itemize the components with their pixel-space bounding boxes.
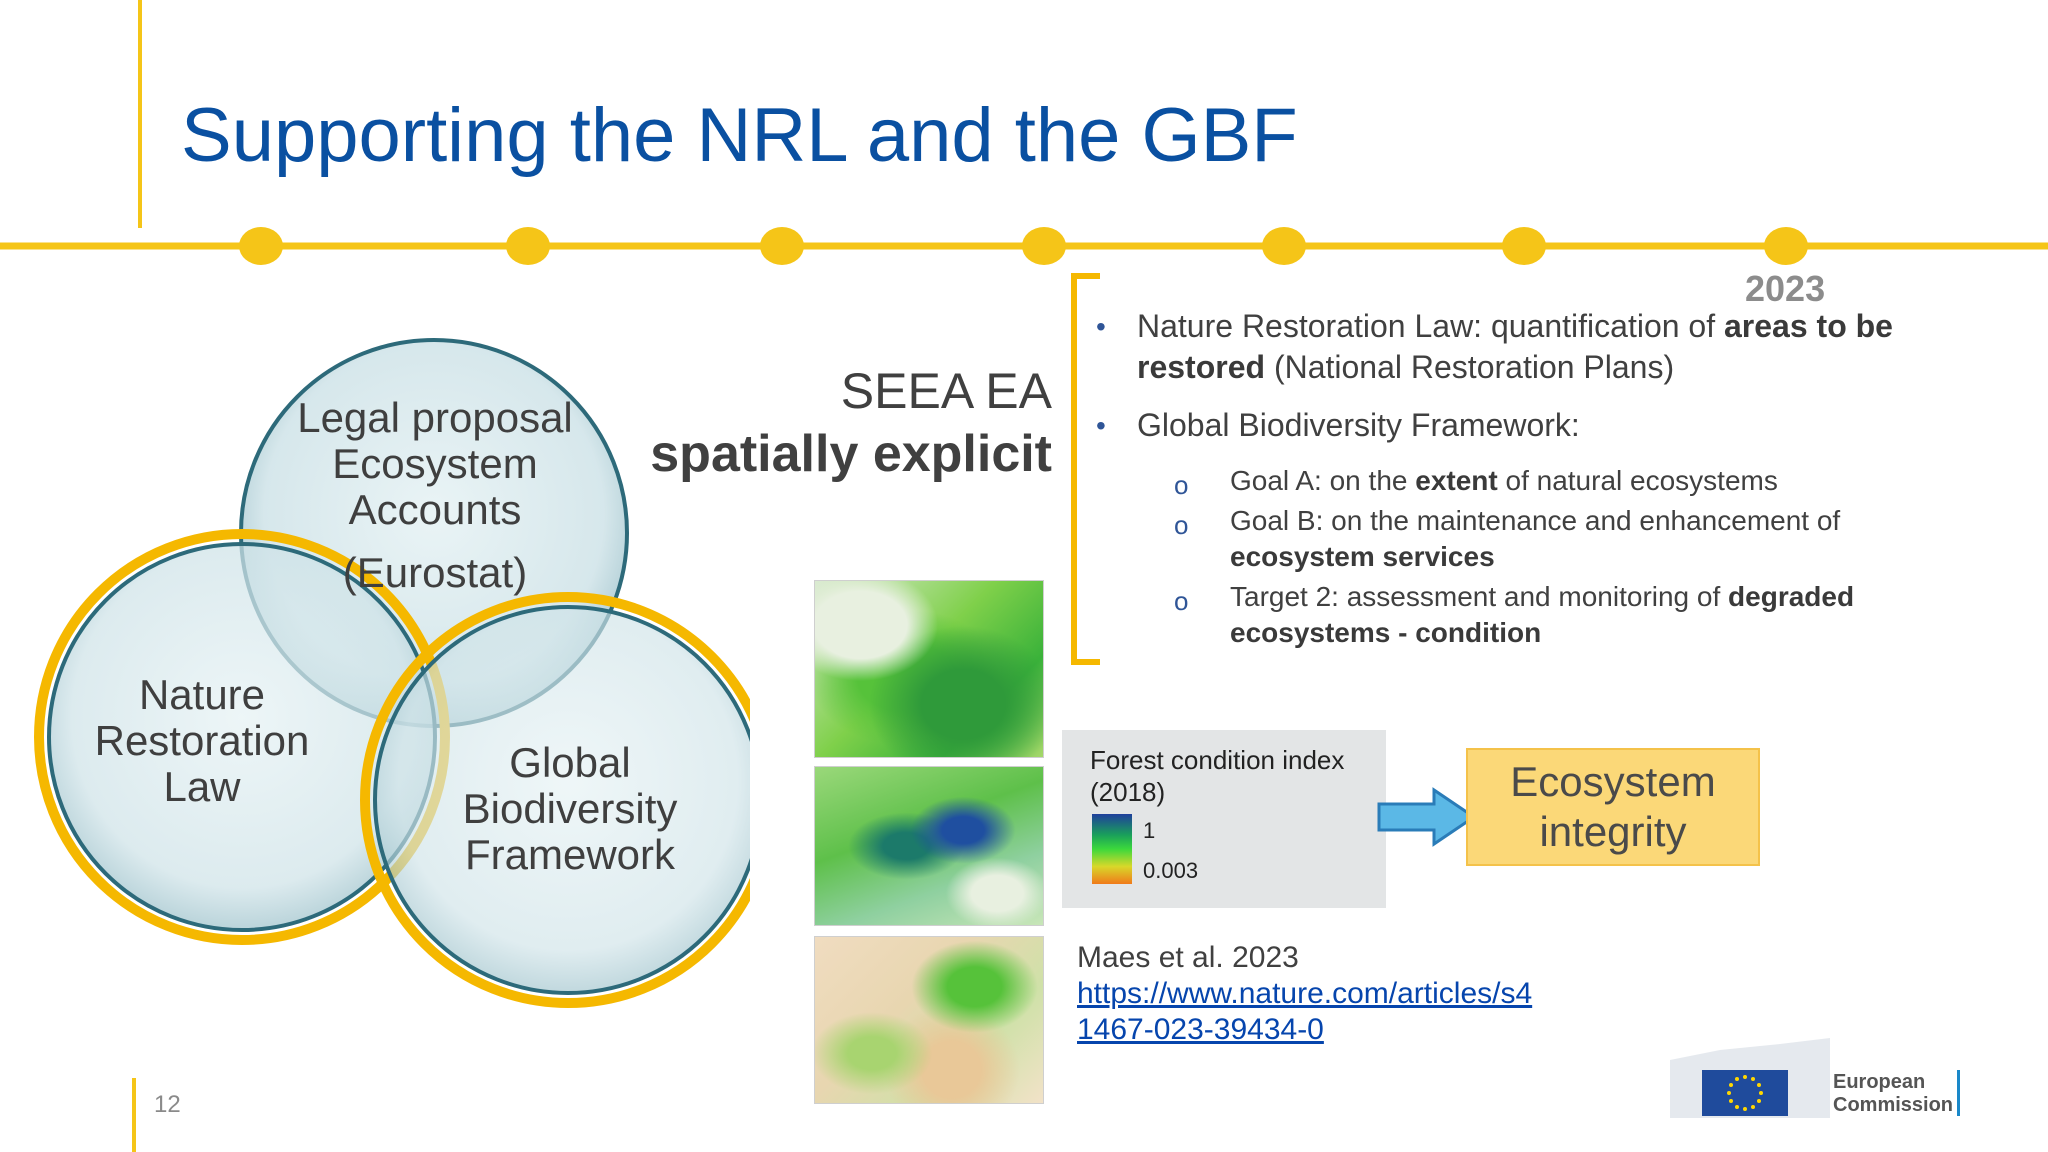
circle-bullet-icon: o [1174, 586, 1189, 616]
circle-bullet-icon: o [1174, 470, 1189, 500]
page-number: 12 [154, 1091, 181, 1118]
bullet-dot-icon: • [1096, 311, 1106, 342]
sub-bullet-target-2: o Target 2: assessment and monitoring of… [1174, 581, 1855, 648]
timeline-dot [506, 227, 550, 265]
forest-condition-map-2 [814, 766, 1044, 926]
venn-circle-biodiversity [373, 605, 750, 995]
venn-circle-biodiversity-ring [360, 592, 750, 1008]
european-commission-logo-icon [1670, 1038, 1830, 1118]
venn-label-legal-proposal: Legal proposal Ecosystem Accounts [297, 394, 573, 533]
legend-color-ramp [1092, 814, 1132, 884]
ecosystem-integrity-box: Ecosystem integrity [1466, 748, 1760, 866]
timeline-dot [1764, 227, 1808, 265]
timeline-dot [1502, 227, 1546, 265]
bullet-list: • Nature Restoration Law: quantification… [1096, 306, 1956, 655]
logo-divider [1957, 1070, 1960, 1116]
venn-label-eurostat: (Eurostat) [342, 549, 528, 596]
timeline [0, 227, 2048, 265]
legend-title: Forest condition index (2018) [1090, 745, 1345, 807]
spatially-explicit-label: spatially explicit [650, 425, 1052, 483]
sub-bullet-goal-a: o Goal A: on the extent of natural ecosy… [1096, 463, 1956, 500]
venn-diagram [34, 338, 750, 1008]
timeline-dot [1262, 227, 1306, 265]
forest-condition-map-1 [814, 580, 1044, 758]
right-arrow-icon [1377, 787, 1477, 847]
top-left-accent-bar [138, 0, 142, 228]
bottom-left-accent-bar [132, 1078, 136, 1152]
european-commission-label: European Commission [1833, 1071, 1954, 1116]
timeline-dot [1022, 227, 1066, 265]
seea-ea-label: SEEA EA [840, 363, 1052, 419]
bracket [1071, 273, 1100, 665]
circle-bullet-icon: o [1174, 510, 1189, 540]
timeline-dot [239, 227, 283, 265]
citation-link[interactable]: https://www.nature.com/articles/s41467-0… [1077, 977, 1533, 1046]
page-title: Supporting the NRL and the GBF [181, 93, 1298, 178]
citation-author: Maes et al. 2023 [1077, 941, 1299, 974]
venn-label-nature-restoration: Nature Restoration Law [94, 671, 310, 810]
bullet-gbf: • Global Biodiversity Framework: [1096, 405, 1956, 446]
timeline-year-label: 2023 [1745, 268, 1826, 309]
timeline-dot [760, 227, 804, 265]
forest-condition-map-3 [814, 936, 1044, 1104]
sub-bullet-goal-b: o Goal B: on the maintenance and enhance… [1174, 505, 1841, 572]
legend-min-value: 0.003 [1143, 858, 1199, 883]
bullet-dot-icon: • [1096, 410, 1106, 441]
venn-label-biodiversity: Global Biodiversity Framework [462, 739, 678, 878]
legend-max-value: 1 [1143, 818, 1156, 843]
bullet-nrl: • Nature Restoration Law: quantification… [1096, 308, 1893, 385]
